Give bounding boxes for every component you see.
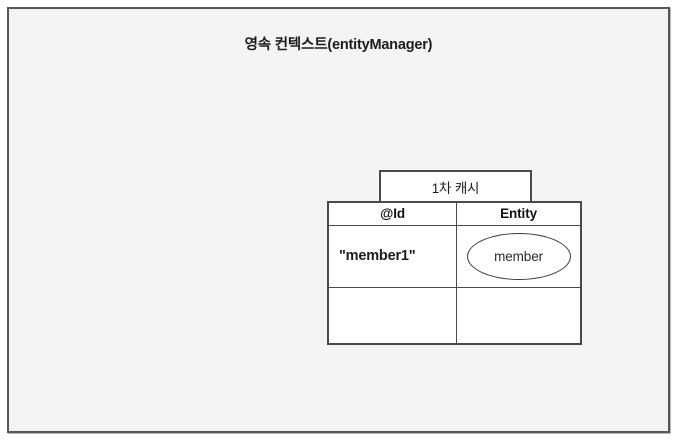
id-value-text: "member1" [339,248,416,264]
cell-entity-value: member [456,224,582,288]
page-title: 영속 컨텍스트(entityManager) [244,37,433,53]
first-level-cache-label: 1차 캐시 [431,180,480,196]
entity-ellipse-label: member [494,248,544,264]
cell-id-value: "member1" [327,224,458,288]
column-header-id: @Id [327,201,458,226]
table-header-row: @Id Entity [327,201,582,226]
entity-shape-wrapper: member [457,226,580,287]
column-header-entity: Entity [456,201,582,226]
table-row [327,286,582,345]
cell-id-empty [327,286,458,345]
entity-ellipse: member [466,232,571,280]
table-row: "member1" member [327,224,582,288]
diagram-canvas: 영속 컨텍스트(entityManager) 1차 캐시 @Id Entity … [7,7,670,433]
cell-entity-empty [456,286,582,345]
first-level-cache-table: @Id Entity "member1" member [327,201,582,345]
first-level-cache-label-box: 1차 캐시 [379,170,532,201]
